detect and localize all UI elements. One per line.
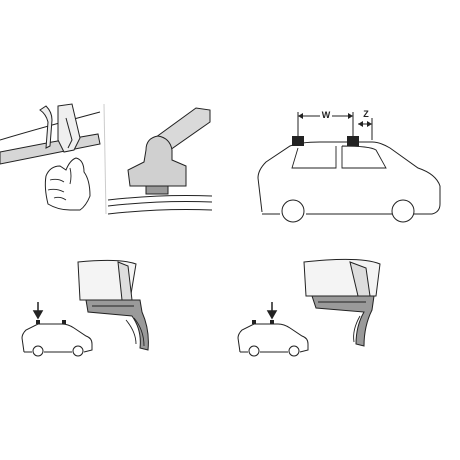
panel-rear-position — [237, 258, 381, 357]
z-arrows — [358, 121, 372, 127]
roof-foot-icon — [127, 135, 187, 187]
arrow-down-icon-2 — [266, 302, 278, 320]
arrow-down-icon — [32, 302, 44, 320]
panel-roof-foot — [103, 103, 213, 215]
foot-front — [292, 136, 304, 146]
rear-wheel — [391, 199, 415, 223]
small-car-1-rear-wheel — [72, 345, 84, 357]
door-seal-lines — [92, 305, 145, 347]
door-seal-2 — [311, 295, 375, 347]
clamp-bracket-edge — [65, 117, 73, 149]
small-car-1-foot-rear — [62, 320, 66, 324]
door-seal — [85, 299, 149, 351]
small-car-1-front-wheel — [32, 345, 44, 357]
car-side-icon-small-1 — [21, 323, 93, 353]
door-frame-icon — [39, 105, 53, 149]
small-car-2-front-wheel — [248, 345, 260, 357]
door-seal-2-lines — [318, 301, 366, 343]
w-label: W — [322, 110, 331, 120]
roof-rail — [107, 195, 213, 207]
roof-line — [0, 111, 101, 141]
roof-edge — [107, 209, 213, 215]
small-car-1-foot-front — [36, 320, 40, 324]
small-car-2-foot-rear — [270, 320, 274, 324]
car-side-icon-small-2 — [237, 323, 309, 353]
panel-front-position — [21, 259, 149, 357]
z-dimension-line — [358, 118, 373, 140]
foot-pad — [145, 185, 169, 195]
panel-door-clamp — [0, 103, 101, 211]
window-lines — [291, 145, 387, 169]
w-label-box — [320, 108, 332, 120]
front-wheel — [281, 199, 305, 223]
hand-icon — [44, 157, 91, 211]
small-car-2-foot-front — [252, 320, 256, 324]
car-side-icon — [257, 141, 441, 215]
hand-finger-lines — [47, 167, 72, 201]
foot-rear — [347, 136, 359, 146]
small-car-2-rear-wheel — [288, 345, 300, 357]
z-label-box — [361, 108, 371, 119]
panel-car-measurement: W Z — [257, 108, 441, 223]
z-label: Z — [363, 109, 369, 119]
panel-divider — [103, 103, 107, 215]
